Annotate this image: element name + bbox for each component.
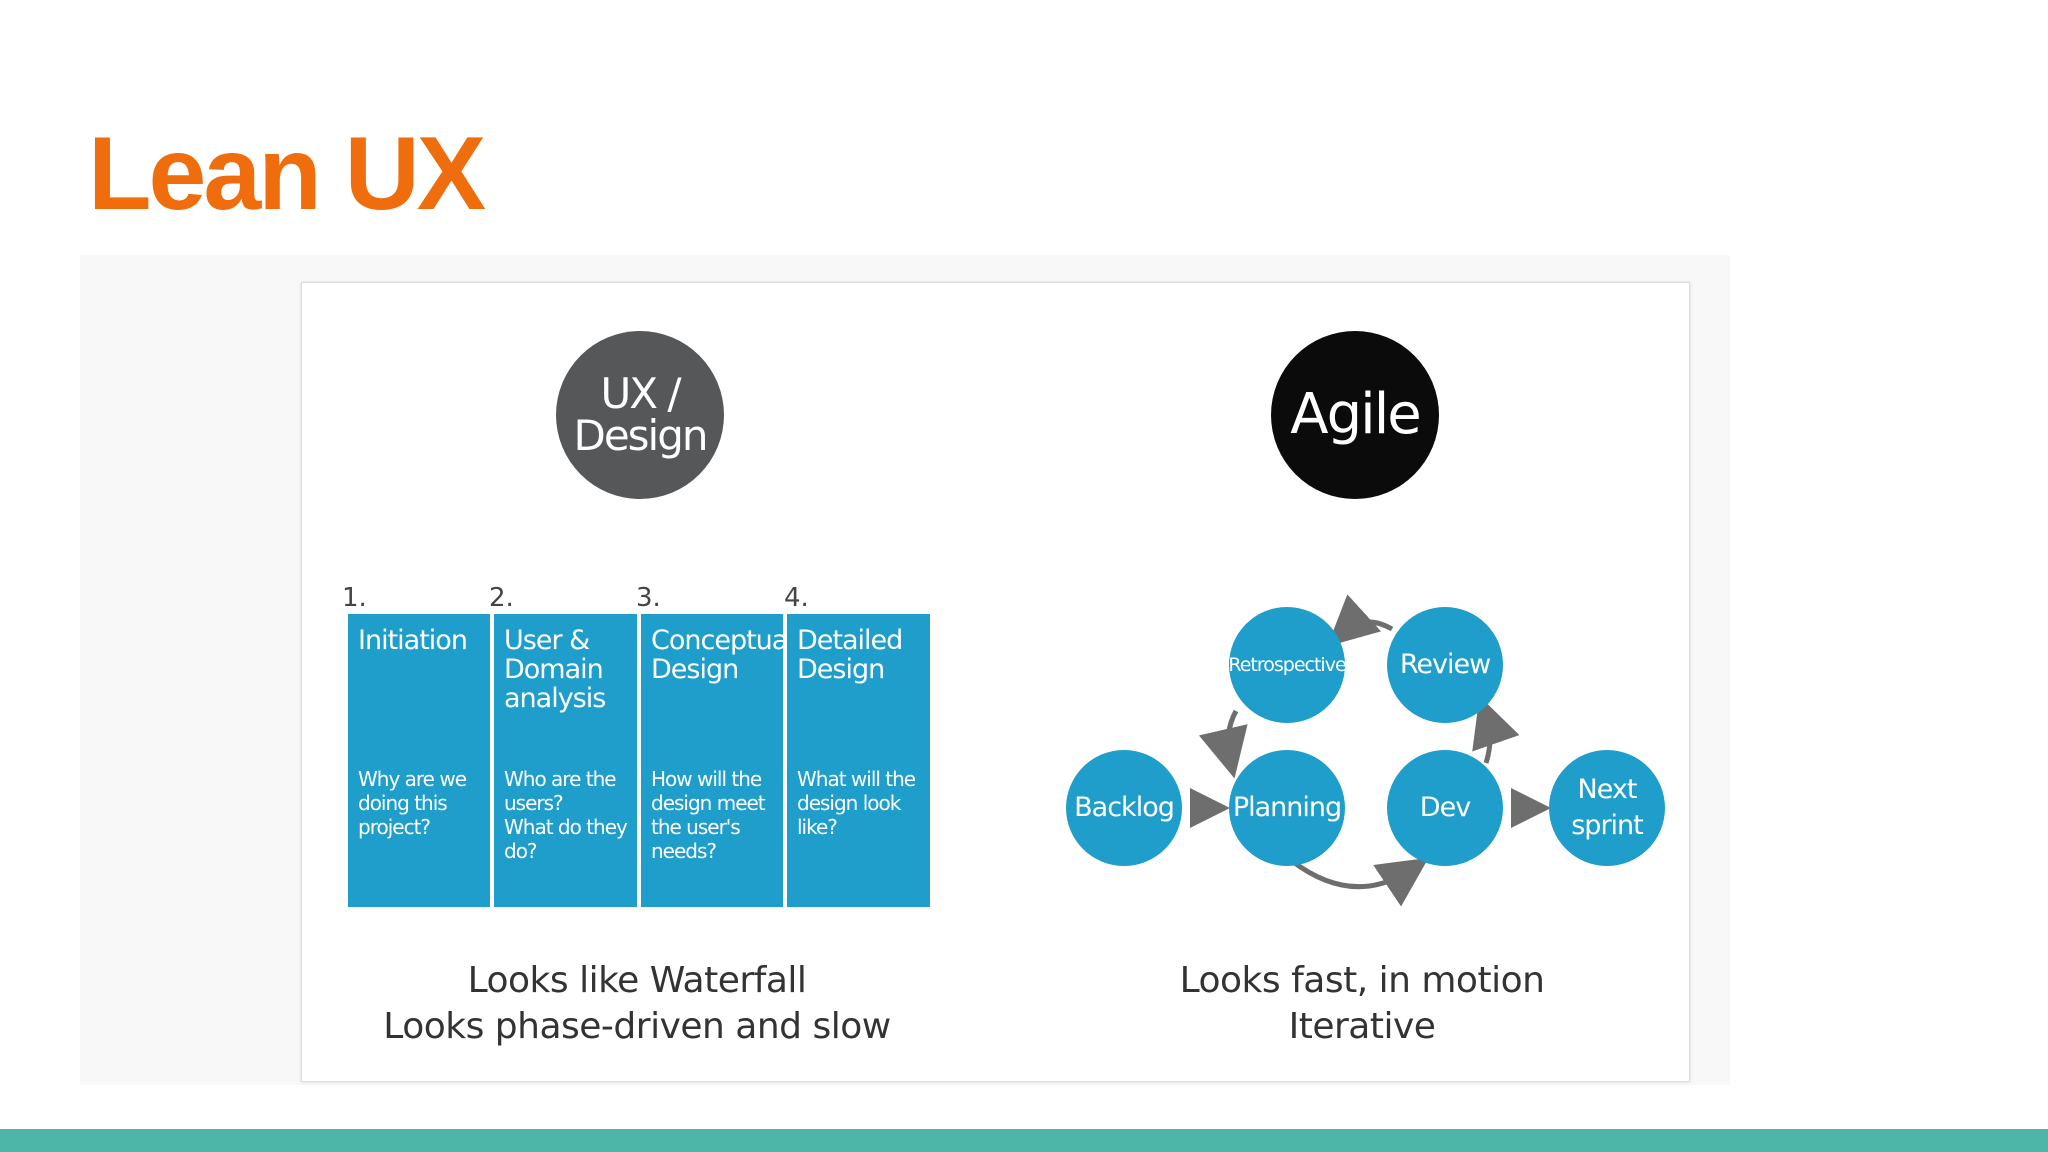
phase-user-domain-analysis: User & Domain analysis Who are the users… xyxy=(494,614,637,907)
phase-question: What will the design look like? xyxy=(797,767,916,839)
node-label: Dev xyxy=(1419,792,1471,824)
agile-circle: Agile xyxy=(1271,331,1439,499)
phase-number-4: 4. xyxy=(784,583,809,613)
caption-line: Looks phase-driven and slow xyxy=(383,1006,891,1047)
phase-detailed-design: Detailed Design What will the design loo… xyxy=(787,614,930,907)
caption-line: Iterative xyxy=(1288,1006,1436,1047)
agile-caption: Looks fast, in motion Iterative xyxy=(1062,958,1662,1050)
node-dev: Dev xyxy=(1387,750,1503,866)
node-planning: Planning xyxy=(1229,750,1345,866)
phase-title: Initiation xyxy=(358,625,468,656)
ux-design-caption: Looks like Waterfall Looks phase-driven … xyxy=(342,958,932,1050)
arrow-planning-to-dev xyxy=(1290,857,1429,907)
node-label: Planning xyxy=(1232,792,1342,824)
phase-number-1: 1. xyxy=(342,583,367,613)
phase-number-2: 2. xyxy=(489,583,514,613)
node-label: Retrospective xyxy=(1228,653,1346,676)
agile-label: Agile xyxy=(1290,382,1421,447)
phase-title: User & Domain analysis xyxy=(504,625,606,714)
phase-conceptual-design: Conceptual Design How will the design me… xyxy=(641,614,795,907)
node-next-sprint: Next sprint xyxy=(1549,750,1665,866)
node-label: Backlog xyxy=(1074,792,1175,824)
phase-title: Detailed Design xyxy=(797,625,903,685)
node-review: Review xyxy=(1387,607,1503,723)
node-label: Review xyxy=(1399,649,1491,681)
arrow-review-to-retrospective xyxy=(1327,594,1394,647)
phase-question: Why are we doing this project? xyxy=(358,767,467,839)
phase-number-3: 3. xyxy=(636,583,661,613)
phase-question: How will the design meet the user's need… xyxy=(651,767,766,863)
diagram-panel: UX / Design 1. 2. 3. 4. Initiation Why a… xyxy=(301,282,1690,1082)
bottom-accent-bar xyxy=(0,1129,2048,1152)
arrow-dev-to-review xyxy=(1472,696,1520,764)
slide-title: Lean UX xyxy=(88,116,486,232)
phase-title: Conceptual Design xyxy=(651,625,795,685)
ux-design-circle: UX / Design xyxy=(556,331,724,499)
arrow-retrospective-to-planning xyxy=(1198,709,1248,779)
agile-cycle-arrows xyxy=(1190,594,1551,907)
node-backlog: Backlog xyxy=(1066,750,1182,866)
caption-line: Looks fast, in motion xyxy=(1179,960,1545,1001)
node-retrospective: Retrospective xyxy=(1228,607,1347,723)
phase-initiation: Initiation Why are we doing this project… xyxy=(348,614,490,907)
caption-line: Looks like Waterfall xyxy=(467,960,807,1001)
ux-design-label: UX / Design xyxy=(573,369,708,460)
phase-question: Who are the users? What do they do? xyxy=(504,767,628,863)
node-label: Next sprint xyxy=(1571,773,1644,841)
